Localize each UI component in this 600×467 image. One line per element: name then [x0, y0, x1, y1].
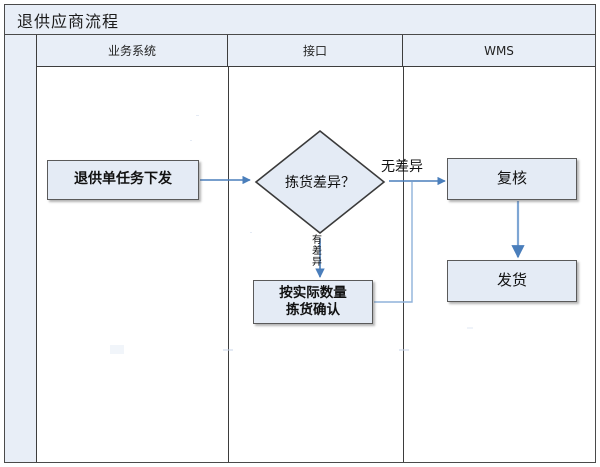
scan-artifact	[399, 349, 409, 351]
scan-artifact	[467, 327, 473, 329]
scan-artifact	[250, 232, 252, 233]
node-review-label: 复核	[496, 169, 527, 188]
scan-artifact	[223, 349, 233, 351]
lane-header-wms: WMS	[403, 35, 595, 67]
scan-artifact	[190, 140, 192, 141]
node-confirm-label-line1: 按实际数量	[279, 284, 347, 301]
node-decision[interactable]: 拣货差异？	[252, 127, 388, 237]
lane-divider-2	[403, 67, 404, 462]
scan-artifact	[110, 345, 124, 354]
node-confirm-label-line2: 拣货确认	[286, 302, 340, 318]
lane-header-business: 业务系统	[37, 35, 228, 67]
node-dispatch-label: 退供单任务下发	[74, 171, 172, 188]
diamond-shape	[254, 129, 386, 235]
lane-header-interface: 接口	[228, 35, 403, 67]
lane-gutter	[5, 35, 37, 462]
page-title: 退供应商流程	[17, 11, 120, 31]
edge-label-no-difference: 无差异	[381, 159, 423, 175]
edge-label-has-difference: 有差异	[312, 235, 322, 268]
lane-divider-1	[228, 67, 229, 462]
node-ship[interactable]: 发货	[447, 260, 577, 302]
scan-artifact	[196, 115, 199, 116]
node-dispatch[interactable]: 退供单任务下发	[47, 160, 199, 200]
diagram-frame	[4, 4, 596, 463]
node-ship-label: 发货	[496, 271, 527, 290]
node-review[interactable]: 复核	[447, 158, 577, 200]
edge-confirm-review	[374, 182, 413, 303]
node-confirm[interactable]: 按实际数量 拣货确认	[253, 280, 373, 324]
diagram-title-bar: 退供应商流程	[5, 5, 595, 35]
